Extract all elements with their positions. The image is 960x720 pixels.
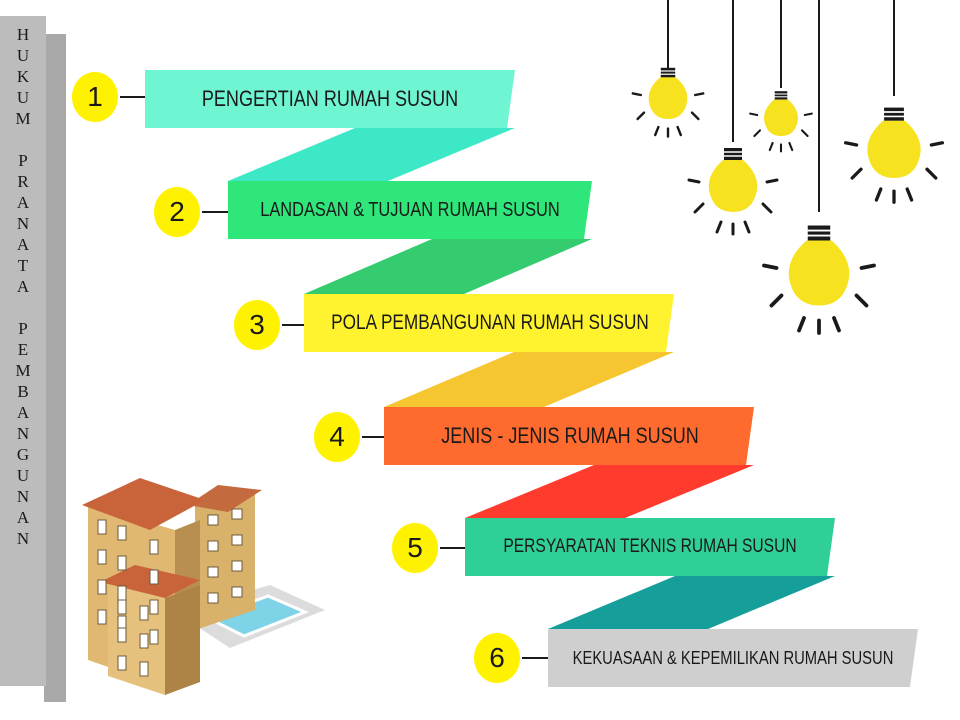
bulbs [631, 67, 945, 335]
ribbon-bar-5 [465, 518, 835, 576]
side-title-letter: P [18, 151, 28, 170]
step-number-5: 5 [392, 523, 438, 573]
ribbon-fold-5 [548, 576, 835, 629]
step-connector-3 [282, 324, 304, 326]
side-title-letter: E [17, 340, 29, 359]
step-connector-6 [522, 657, 548, 659]
step-connector-2 [202, 211, 228, 213]
side-title-letter: U [16, 466, 30, 485]
building-window [207, 592, 219, 604]
building-window [149, 569, 159, 585]
building-window [139, 661, 149, 677]
side-title-letter: A [16, 193, 30, 212]
step-label-4: JENIS - JENIS RUMAH SUSUN [441, 423, 699, 448]
step-number-6: 6 [474, 633, 520, 683]
building-window [97, 519, 107, 535]
building-window [97, 549, 107, 565]
building-window [231, 560, 243, 572]
light-bulb-icon [687, 148, 779, 236]
side-title-letter: A [16, 235, 30, 254]
step-label-2: LANDASAN & TUJUAN RUMAH SUSUN [260, 198, 560, 221]
step-number-3: 3 [234, 300, 280, 350]
light-bulb-icon [631, 67, 705, 138]
side-title-letter: N [16, 424, 30, 443]
step-label-5: PERSYARATAN TEKNIS RUMAH SUSUN [503, 536, 797, 557]
ribbon-fold-3 [384, 352, 674, 407]
building-window [117, 627, 127, 643]
building-window [117, 525, 127, 541]
side-title-letter: M [15, 361, 31, 380]
side-title-letter: K [16, 67, 30, 86]
light-bulb-icon [749, 91, 813, 153]
building-window [207, 514, 219, 526]
building-window [117, 655, 127, 671]
side-title-letter: N [16, 214, 30, 233]
building-window [207, 566, 219, 578]
side-title-banner: HUKUMHUKUMPRANATAPRANATAPEMBANGUNANPEMBA… [0, 16, 46, 686]
side-title-letter: H [16, 25, 30, 44]
ribbon-bar-2 [228, 181, 592, 239]
step-number-2: 2 [154, 187, 200, 237]
building-window [97, 579, 107, 595]
building-window [117, 599, 127, 615]
side-title-letter: T [17, 256, 29, 275]
building-window [149, 629, 159, 645]
side-title-letter: M [15, 109, 31, 128]
side-title-letter: A [16, 277, 30, 296]
side-title-letter: N [16, 529, 30, 548]
side-title-letter: U [16, 88, 30, 107]
light-bulbs-illustration [667, 0, 895, 212]
building-window [117, 555, 127, 571]
step-number-4: 4 [314, 412, 360, 462]
ribbon-bars [145, 70, 918, 687]
side-title-letter: R [17, 172, 29, 191]
building-window [231, 534, 243, 546]
light-bulb-icon [762, 225, 876, 335]
side-title-letter: P [18, 319, 28, 338]
side-title-letter: U [16, 46, 30, 65]
apartment-building-illustration [82, 478, 325, 695]
side-banner-shadow [44, 34, 66, 702]
ribbon-fold-4 [465, 465, 754, 518]
side-title-letter: G [16, 445, 30, 464]
building-window [139, 633, 149, 649]
step-label-3: POLA PEMBANGUNAN RUMAH SUSUN [331, 311, 649, 334]
building-window [231, 508, 243, 520]
step-connector-5 [440, 547, 465, 549]
building-window [231, 586, 243, 598]
ribbon-bar-4 [384, 407, 754, 465]
ribbon-folds [228, 128, 835, 629]
step-label-1: PENGERTIAN RUMAH SUSUN [201, 86, 459, 111]
side-title-letter: A [16, 508, 30, 527]
step-number-1: 1 [72, 72, 118, 122]
building-window [207, 540, 219, 552]
side-title-letter: A [16, 403, 30, 422]
ribbon-bar-6 [548, 629, 918, 687]
building-window [149, 599, 159, 615]
step-connector-4 [362, 436, 384, 438]
ribbon-fold-2 [304, 239, 592, 294]
ribbon-fold-1 [228, 128, 515, 181]
ribbon-bar-3 [304, 294, 674, 352]
light-bulb-icon [843, 107, 945, 204]
building-window [139, 605, 149, 621]
side-title-letter: B [17, 382, 29, 401]
step-label-6: KEKUASAAN & KEPEMILIKAN RUMAH SUSUN [572, 647, 894, 668]
side-title-letter: N [16, 487, 30, 506]
step-connector-1 [120, 96, 145, 98]
building-window [149, 539, 159, 555]
building-window [97, 609, 107, 625]
ribbon-bar-1 [145, 70, 515, 128]
building-window [117, 585, 127, 601]
